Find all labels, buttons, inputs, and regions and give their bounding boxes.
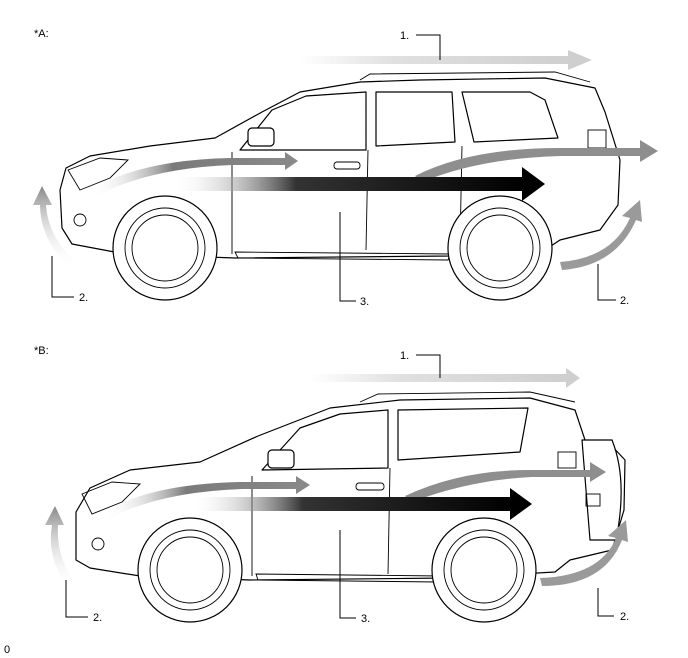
- callout-1-b: 1.: [400, 350, 441, 378]
- svg-text:3.: 3.: [360, 296, 369, 308]
- panel-b: *B:: [34, 345, 629, 625]
- side-upper-airflow-arrow: [90, 140, 658, 196]
- underbody-airflow-rear-b: [540, 520, 628, 586]
- roof-airflow-arrow: [300, 50, 592, 70]
- footer-code: 0: [4, 644, 10, 656]
- rear-wheel-b: [431, 517, 537, 623]
- svg-text:1.: 1.: [400, 350, 409, 362]
- roof-airflow-arrow: [310, 368, 580, 388]
- callout-2-rear-a: 2.: [597, 264, 629, 307]
- front-wheel-b: [137, 517, 243, 623]
- underbody-airflow-rear-a: [560, 200, 642, 270]
- rear-wheel-a: [447, 195, 553, 301]
- svg-text:2.: 2.: [79, 292, 88, 304]
- front-wheel-a: [112, 195, 218, 301]
- panel-a-label: *A:: [34, 28, 49, 40]
- callout-1-a: 1.: [400, 30, 441, 60]
- callout-2-front-b: 2.: [65, 580, 102, 624]
- main-side-airflow-arrow: [190, 488, 532, 520]
- svg-text:3.: 3.: [361, 613, 370, 625]
- svg-text:2.: 2.: [620, 295, 629, 307]
- underbody-airflow-front-b: [45, 506, 76, 590]
- svg-text:2.: 2.: [620, 611, 629, 623]
- svg-text:1.: 1.: [400, 30, 409, 42]
- svg-text:2.: 2.: [93, 612, 102, 624]
- callout-3-b: 3.: [339, 530, 370, 625]
- main-side-airflow-arrow: [172, 167, 545, 201]
- callout-2-rear-b: 2.: [597, 588, 629, 623]
- callout-2-front-a: 2.: [51, 256, 88, 304]
- vehicle-body-a: [59, 71, 621, 301]
- callout-3-a: 3.: [339, 212, 369, 308]
- panel-b-label: *B:: [34, 345, 49, 357]
- panel-a: *A:: [33, 28, 658, 308]
- side-upper-airflow-arrow: [104, 462, 606, 518]
- underbody-airflow-front-a: [33, 186, 78, 270]
- vehicle-body-b: [75, 391, 626, 623]
